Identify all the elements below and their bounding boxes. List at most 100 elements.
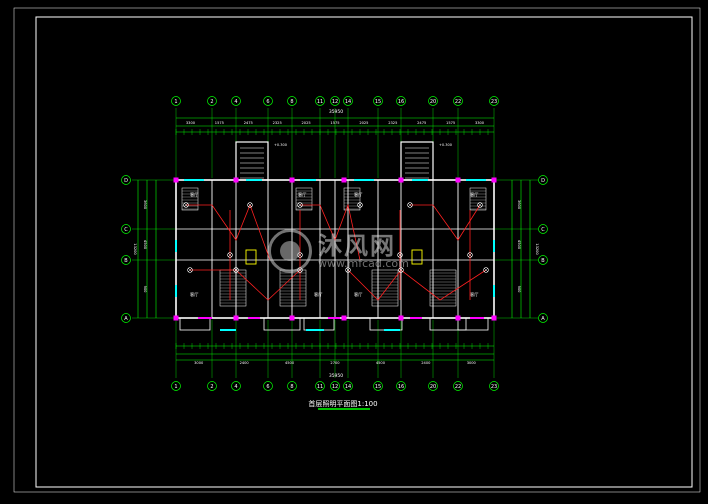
- light-fixture-cross: [483, 267, 489, 273]
- axis-bubble-15: [373, 96, 383, 106]
- axis-label-6: 6: [266, 99, 269, 105]
- axis-label-A: A: [541, 316, 545, 322]
- light-fixture-cross: [297, 202, 303, 208]
- axis-bubble-1: [171, 381, 181, 391]
- lighting-circuit-1: [300, 203, 361, 261]
- light-fixture-icon: [247, 202, 253, 208]
- axis-label-1: 1: [174, 384, 177, 390]
- dim-label-left: 4500: [143, 240, 147, 250]
- light-fixture-cross: [407, 202, 413, 208]
- axis-bubble-23: [489, 96, 499, 106]
- axis-bubble-4: [231, 381, 241, 391]
- stair-elevation: +0.300: [439, 143, 452, 147]
- axis-bubble-4: [231, 96, 241, 106]
- room-label: 客厅: [190, 191, 198, 198]
- light-fixture-cross: [233, 267, 239, 273]
- light-fixture-cross: [183, 202, 189, 208]
- dim-label-top: 2325: [273, 121, 282, 125]
- axis-bubble-B: [121, 255, 131, 265]
- room-label: 客厅: [470, 191, 478, 198]
- lighting-circuit-3: [190, 269, 301, 301]
- axis-bubble-22: [453, 381, 463, 391]
- sheet-border: [13, 7, 701, 493]
- axis-label-11: 11: [317, 384, 323, 390]
- light-fixture-cross: [345, 267, 351, 273]
- dim-label-top: 2475: [244, 121, 253, 125]
- furniture-block: [343, 187, 361, 211]
- drawing-frame: [35, 16, 693, 488]
- axis-bubble-15: [373, 381, 383, 391]
- axis-bubble-C: [538, 224, 548, 234]
- axis-label-23: 23: [491, 99, 497, 105]
- structural-column: [491, 315, 497, 321]
- balcony-0: [179, 317, 211, 331]
- axis-label-15: 15: [375, 99, 381, 105]
- axis-label-A: A: [124, 316, 128, 322]
- structural-column: [289, 177, 295, 183]
- axis-label-C: C: [124, 227, 128, 233]
- total-dimension-top: 35950: [329, 109, 343, 115]
- light-fixture-cross: [357, 202, 363, 208]
- dim-label-bottom: 4500: [376, 361, 386, 365]
- light-fixture-icon: [357, 202, 363, 208]
- light-fixture-icon: [183, 202, 189, 208]
- axis-bubble-1: [171, 96, 181, 106]
- depth-dim-right: 13200: [535, 243, 539, 255]
- light-fixture-cross: [467, 252, 473, 258]
- dim-label-top: 1575: [446, 121, 455, 125]
- axis-bubble-6: [263, 96, 273, 106]
- dim-label-bottom: 2400: [421, 361, 431, 365]
- structural-column: [233, 177, 239, 183]
- light-fixture-icon: [467, 252, 473, 258]
- dim-label-top: 3300: [186, 121, 196, 125]
- light-fixture-icon: [483, 267, 489, 273]
- axis-bubble-11: [315, 96, 325, 106]
- structural-column: [398, 177, 404, 183]
- total-dimension-bottom: 35950: [329, 373, 343, 379]
- axis-label-23: 23: [491, 384, 497, 390]
- axis-bubble-12: [330, 381, 340, 391]
- axis-label-8: 8: [290, 99, 293, 105]
- structural-column: [233, 315, 239, 321]
- light-fixture-cross: [398, 267, 404, 273]
- furniture-block: [181, 187, 199, 211]
- structural-column: [491, 177, 497, 183]
- structural-column: [341, 177, 347, 183]
- light-fixture-cross: [247, 202, 253, 208]
- axis-label-11: 11: [317, 99, 323, 105]
- axis-bubble-A: [121, 313, 131, 323]
- axis-label-14: 14: [345, 384, 351, 390]
- light-fixture-icon: [345, 267, 351, 273]
- axis-label-16: 16: [398, 384, 404, 390]
- axis-bubble-11: [315, 381, 325, 391]
- axis-label-2: 2: [210, 384, 213, 390]
- axis-bubble-2: [207, 96, 217, 106]
- light-fixture-icon: [397, 252, 403, 258]
- light-fixture-icon: [407, 202, 413, 208]
- axis-label-D: D: [541, 178, 545, 184]
- axis-bubble-20: [428, 96, 438, 106]
- axis-label-D: D: [124, 178, 128, 184]
- axis-label-8: 8: [290, 384, 293, 390]
- structural-column: [173, 315, 179, 321]
- axis-bubble-A: [538, 313, 548, 323]
- dim-label-left: 3600: [143, 200, 147, 210]
- structural-column: [173, 177, 179, 183]
- axis-label-2: 2: [210, 99, 213, 105]
- floor-plan: +0.300+0.300客厅客厅客厅客厅客厅客厅客厅客厅: [173, 141, 497, 331]
- dim-label-top: 2325: [388, 121, 397, 125]
- axis-label-16: 16: [398, 99, 404, 105]
- furniture-block: [295, 187, 313, 211]
- axis-grid-bubbles: 1122446688111112121414151516162020222223…: [121, 96, 548, 391]
- light-fixture-cross: [397, 252, 403, 258]
- distribution-panel-icon: [411, 249, 423, 265]
- dim-label-bottom: 4500: [285, 361, 295, 365]
- drawing-title: 首层照明平面图1:100: [308, 399, 377, 408]
- axis-label-22: 22: [455, 384, 461, 390]
- structural-column: [398, 315, 404, 321]
- light-fixture-cross: [227, 252, 233, 258]
- dim-label-bottom: 3000: [194, 361, 204, 365]
- axis-bubble-14: [343, 381, 353, 391]
